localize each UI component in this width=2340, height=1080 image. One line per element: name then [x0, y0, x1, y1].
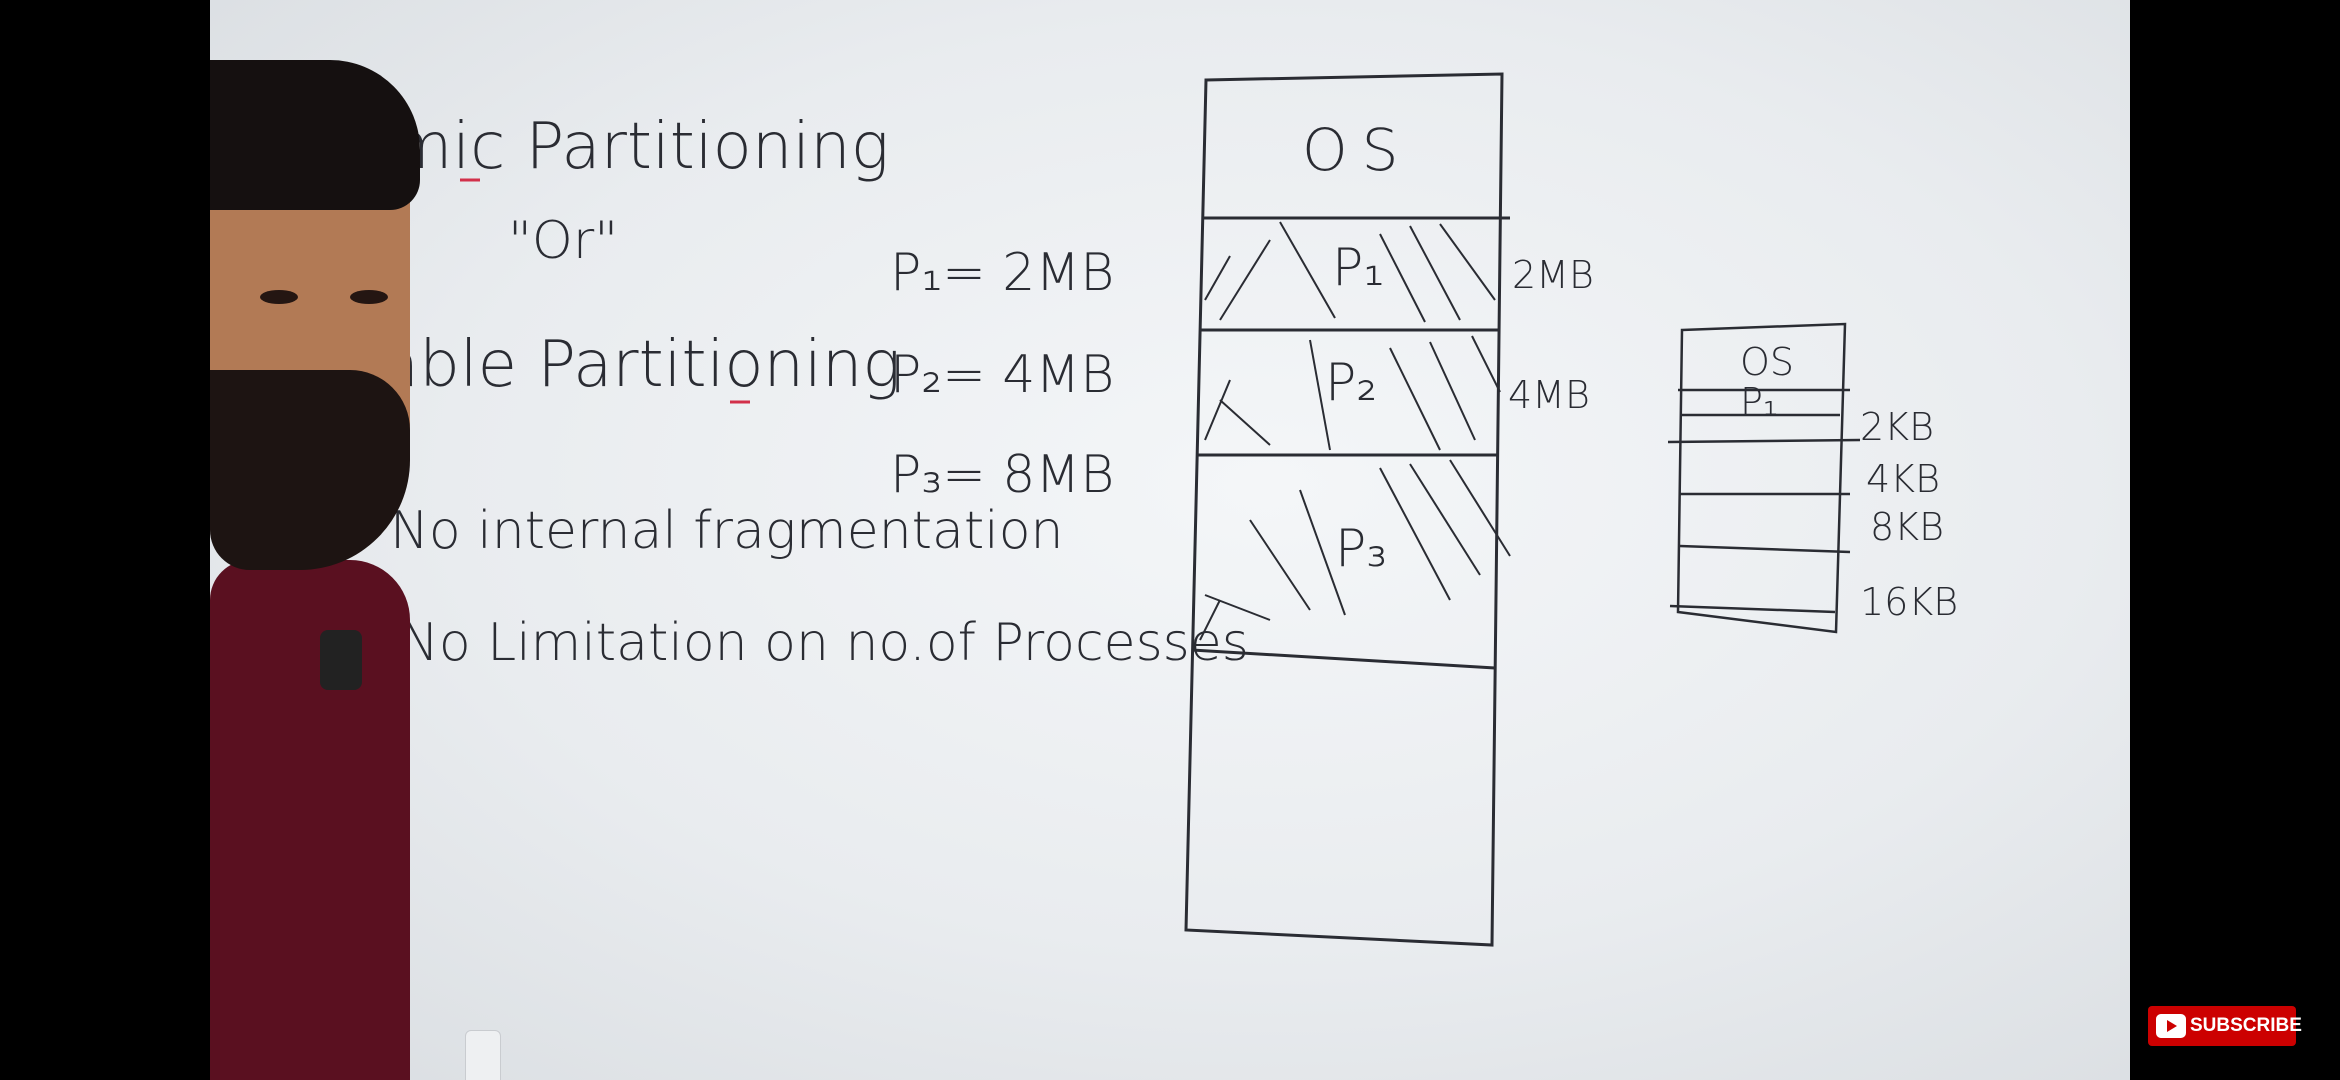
whiteboard-drawing: mic Partitioning "Or" able Partitioning …: [380, 72, 1958, 947]
presenter-figure: [210, 60, 425, 1080]
youtube-play-icon: [2156, 1014, 2186, 1038]
point-no-limitation: No Limitation on no.of Processes: [400, 613, 1249, 673]
partition-line: [1191, 648, 1496, 670]
fixed-size-16kb: 16KB: [1860, 580, 1958, 624]
title-dynamic-partitioning: mic Partitioning: [390, 110, 889, 184]
fixed-size-2kb: 2KB: [1860, 405, 1934, 449]
memory-outline: [1184, 72, 1504, 947]
whiteboard-marker: [465, 1030, 501, 1080]
point-no-internal-fragmentation: No internal fragmentation: [390, 501, 1064, 561]
fixed-size-4kb: 4KB: [1866, 457, 1940, 501]
fixed-os-label: OS: [1740, 340, 1794, 384]
presenter-hair: [210, 60, 420, 210]
presenter-beard: [210, 370, 410, 570]
fixed-partition-diagram: [1667, 322, 1861, 634]
subscribe-label: SUBSCRIBE: [2190, 1015, 2302, 1036]
hatching-p2: [1204, 335, 1501, 451]
memory-size-2mb: 2MB: [1512, 253, 1594, 297]
memory-os-label: OS: [1302, 116, 1412, 184]
memory-size-4mb: 4MB: [1508, 373, 1590, 417]
process-size-p3: P₃= 8MB: [890, 445, 1114, 505]
hatching-p3: [1199, 459, 1511, 641]
whiteboard: mic Partitioning "Or" able Partitioning …: [210, 0, 2130, 1080]
presenter-eye: [350, 290, 388, 304]
presenter-shirt: [210, 560, 410, 1080]
fixed-size-8kb: 8KB: [1870, 505, 1944, 549]
fixed-outline: [1676, 322, 1847, 634]
presenter-eye: [260, 290, 298, 304]
lapel-microphone: [320, 630, 362, 690]
memory-p3-label: P₃: [1335, 519, 1387, 579]
process-size-p1: P₁= 2MB: [890, 243, 1114, 303]
memory-diagram: [1184, 72, 1511, 947]
or-label: "Or": [508, 211, 618, 271]
fixed-p1-label: P₁: [1740, 380, 1778, 424]
memory-p1-label: P₁: [1332, 238, 1384, 298]
subscribe-button[interactable]: SUBSCRIBE: [2148, 1006, 2302, 1046]
hatching-p1: [1204, 221, 1496, 323]
process-size-p2: P₂= 4MB: [890, 345, 1114, 405]
memory-p2-label: P₂: [1325, 353, 1377, 413]
title-variable-partitioning: able Partitioning: [380, 328, 901, 402]
